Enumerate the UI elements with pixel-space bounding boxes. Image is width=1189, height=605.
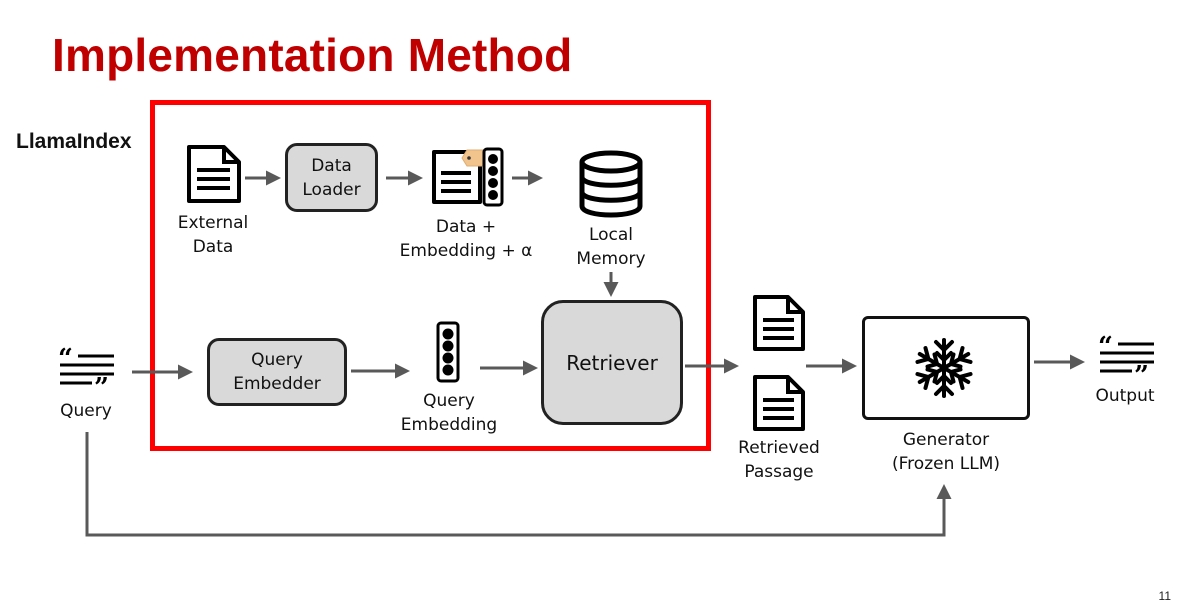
data-embedding-label: Data + Embedding + α [399,217,533,261]
quote-text-icon: “ ” [1098,332,1154,391]
generator-label: Generator (Frozen LLM) [892,430,1000,474]
document-icon [753,375,805,431]
page-number: 11 [1158,589,1171,603]
quote-text-icon: “ ” [58,344,114,403]
retriever-box: Retriever [541,300,683,425]
snowflake-icon [913,338,975,398]
llamaindex-label: LlamaIndex [16,130,132,153]
retrieved-passage-label: Retrieved Passage [738,438,820,482]
svg-text:“: “ [1098,332,1113,362]
data-loader-label: Data Loader [302,155,361,200]
output-label: Output [1095,386,1155,406]
svg-text:“: “ [58,344,73,374]
svg-text:”: ” [94,373,109,403]
vector-icon [436,321,460,383]
arrow-query-to-generator [85,432,952,537]
document-icon [187,145,241,203]
query-embedder-box: Query Embedder [207,338,347,406]
query-label: Query [60,401,112,421]
llamaindex-highlight-box [150,100,711,451]
vector-icon [482,147,504,207]
retriever-label: Retriever [566,350,658,375]
document-icon [753,295,805,351]
database-icon [579,150,643,218]
data-loader-box: Data Loader [285,143,378,212]
external-data-label: External Data [177,213,249,257]
local-memory-label: Local Memory [576,225,646,269]
svg-text:”: ” [1134,361,1149,391]
slide-title: Implementation Method [52,29,573,81]
query-embedding-label: Query Embedding [400,391,498,435]
query-embedder-label: Query Embedder [233,350,321,394]
